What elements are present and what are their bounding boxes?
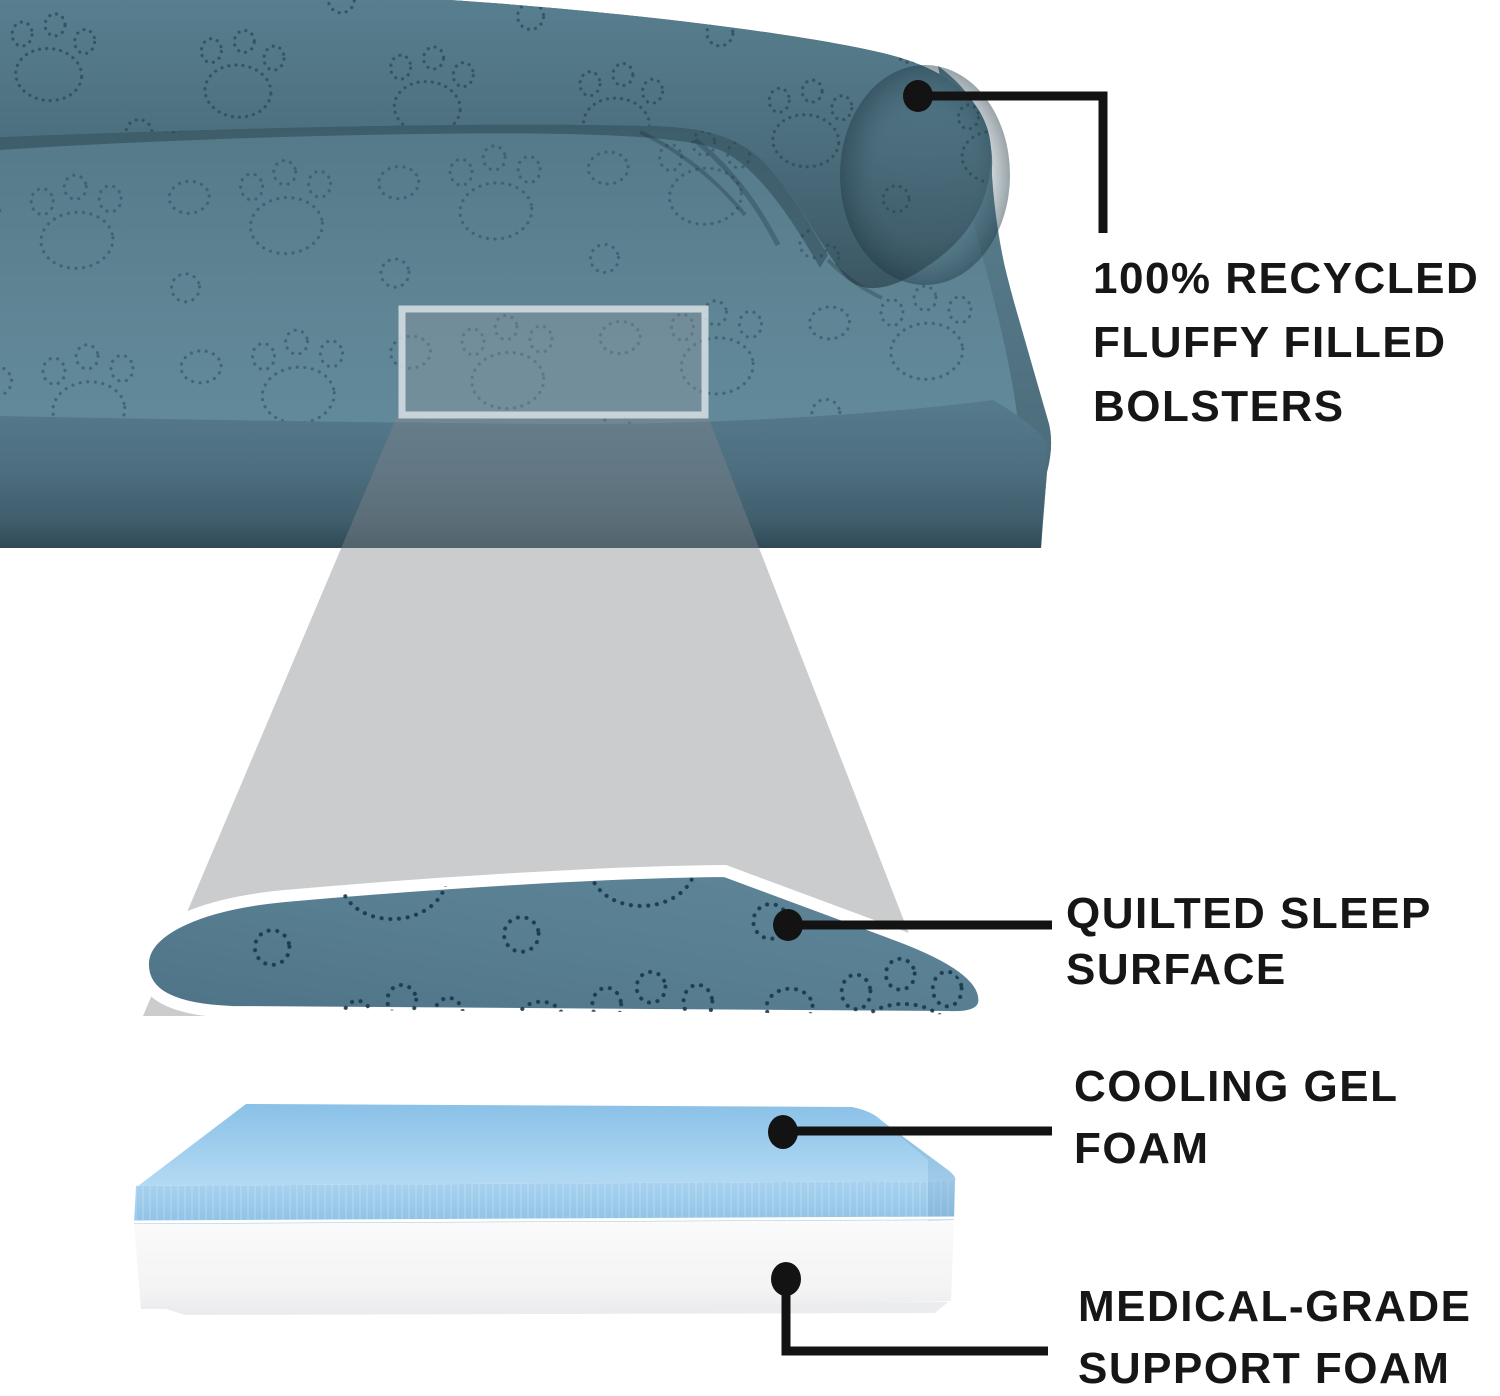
quilted-callout-dot: [773, 909, 803, 941]
quilted-surface-label: QUILTED SLEEP SURFACE: [1066, 886, 1432, 998]
bolster-label-line: 100% RECYCLED: [1093, 254, 1480, 303]
support-callout-dot: [771, 1262, 801, 1296]
bolster-connector-line: [918, 91, 1108, 233]
pet-bed: [0, 0, 1052, 548]
callout-dots: [768, 80, 933, 1296]
cooling-gel-label: COOLING GEL FOAM: [1074, 1056, 1399, 1180]
quilted-label-line: QUILTED SLEEP: [1066, 889, 1432, 938]
bolster-callout-dot: [903, 80, 933, 112]
support-foam-label: MEDICAL-GRADE SUPPORT FOAM: [1078, 1276, 1471, 1396]
magnifier-rectangle: [398, 305, 709, 419]
callout-lines: [781, 91, 1108, 1356]
foam-block: [133, 1104, 956, 1315]
foam-layer-seam: [133, 1216, 955, 1224]
bolster-end-shading: [840, 65, 1010, 285]
cooling-gel-texture: [134, 1181, 955, 1224]
support-foam-layer: [134, 1220, 954, 1309]
swatch-quilting: [159, 873, 968, 1015]
cooling-callout-dot: [768, 1115, 798, 1149]
support-connector-line: [781, 1279, 1048, 1356]
fabric-wrinkles: [639, 130, 883, 300]
support-label-line: MEDICAL-GRADE: [1078, 1282, 1472, 1331]
bolster-label: 100% RECYCLED FLUFFY FILLED BOLSTERS: [1093, 247, 1479, 439]
cooling-label-line: FOAM: [1074, 1124, 1210, 1173]
cooling-gel-layer: [138, 1104, 956, 1186]
fabric-swatch: [136, 864, 991, 1024]
bolster-quilting: [0, 0, 992, 289]
gel-right-edge-shade: [882, 1121, 956, 1221]
support-label-line: SUPPORT FOAM: [1078, 1344, 1451, 1393]
zoom-beam: [143, 414, 941, 1016]
bed-base: [0, 400, 1047, 548]
bolster-label-line: FLUFFY FILLED: [1093, 318, 1447, 367]
cooling-label-line: COOLING GEL: [1074, 1062, 1399, 1111]
quilted-label-line: SURFACE: [1066, 945, 1287, 994]
foam-bottom-shadow: [160, 1302, 948, 1315]
bolster-seam-shadow: [0, 124, 828, 268]
bolster-label-line: BOLSTERS: [1093, 382, 1345, 431]
